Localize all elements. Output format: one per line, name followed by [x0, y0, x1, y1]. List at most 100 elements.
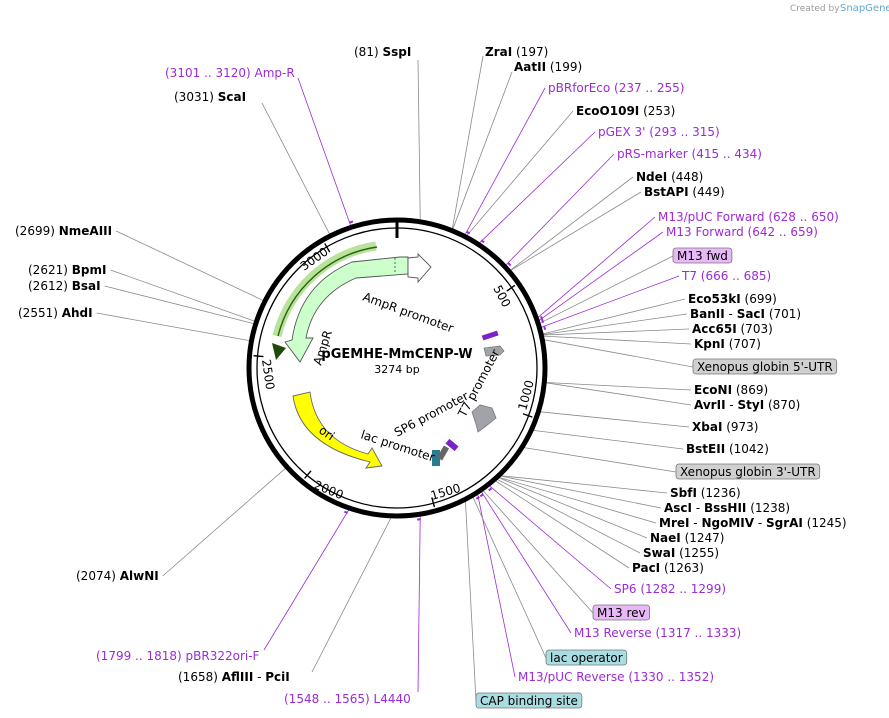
enzyme-alwni-leader	[162, 467, 286, 577]
xenopus-5utr-glyph[interactable]	[483, 345, 505, 357]
primer-ampr-primer[interactable]: (3101 .. 3120) Amp-R	[165, 66, 295, 80]
primer-t7-leader	[541, 275, 680, 328]
enzyme-asci[interactable]: AscI - BssHII (1238)	[664, 501, 790, 515]
primer-m13-reverse-leader	[481, 491, 572, 634]
enzyme-paci[interactable]: PacI (1263)	[632, 561, 704, 575]
enzyme-xbai[interactable]: XbaI (973)	[692, 420, 759, 434]
enzyme-scai-leader	[261, 102, 330, 235]
enzyme-kpni-leader	[543, 335, 692, 345]
plasmid-name: pGEMHE-MmCENP-W	[321, 347, 472, 362]
enzyme-bsteii[interactable]: BstEII (1042)	[686, 442, 769, 456]
primer-t7[interactable]: T7 (666 .. 685)	[681, 269, 771, 283]
enzyme-econi-leader	[546, 382, 692, 391]
primer-tick-m13-forward	[541, 319, 545, 324]
primer-tick-sp6	[488, 487, 493, 492]
primer-m13-puc-fwd-leader	[537, 216, 656, 318]
enzyme-alwni[interactable]: (2074) AlwNI	[76, 569, 159, 583]
primer-m13-forward[interactable]: M13 Forward (642 .. 659)	[666, 225, 818, 239]
enzyme-ndei-leader	[510, 176, 634, 271]
primer-m13-reverse[interactable]: M13 Reverse (1317 .. 1333)	[574, 626, 741, 640]
primer-pgex3-leader	[479, 131, 596, 244]
primer-l4440-leader	[417, 516, 421, 693]
leader-lines	[96, 55, 694, 702]
enzyme-avrii[interactable]: AvrII - StyI (870)	[694, 398, 800, 412]
primer-m13-puc-rev[interactable]: M13/pUC Reverse (1330 .. 1352)	[518, 670, 714, 684]
enzyme-nmeaiii-leader	[115, 230, 264, 301]
primer-tick-ampr-primer	[349, 220, 354, 224]
ori-feature[interactable]	[292, 391, 383, 469]
enzyme-bsai-leader	[104, 285, 254, 325]
enzyme-sspi[interactable]: (81) SspI	[354, 45, 411, 59]
boxed-m13-fwd[interactable]: M13 fwd	[672, 247, 733, 264]
enzyme-acc65i-leader	[543, 328, 690, 336]
primer-tick-m13-puc-fwd	[540, 316, 544, 320]
boxed-m13-rev[interactable]: M13 rev	[592, 604, 650, 621]
enzyme-swai[interactable]: SwaI (1255)	[643, 546, 719, 560]
boxed-cap-site[interactable]: CAP binding site	[475, 692, 583, 709]
primer-ampr-primer-leader	[297, 77, 351, 226]
boxed-cap_site-leader	[465, 501, 477, 702]
primer-pbrforeco[interactable]: pBRforEco (237 .. 255)	[548, 81, 684, 95]
enzyme-mrei[interactable]: MreI - NgoMIV - SgrAI (1245)	[659, 516, 847, 530]
enzyme-asci-leader	[500, 475, 662, 509]
primer-tick-m13-puc-rev	[475, 496, 480, 500]
enzyme-aflii[interactable]: (1658) AflIII - PciI	[178, 670, 290, 684]
tick-mark-2500	[253, 355, 264, 358]
primer-pgex3[interactable]: pGEX 3' (293 .. 315)	[598, 125, 720, 139]
primer-l4440[interactable]: (1548 .. 1565) L4440	[284, 692, 411, 706]
ampr-promoter-feature[interactable]	[407, 252, 432, 284]
enzyme-kpni[interactable]: KpnI (707)	[694, 337, 761, 351]
lac-operator-glyph[interactable]	[432, 450, 440, 466]
ampr-promoter-label: AmpR promoter	[361, 290, 455, 336]
enzyme-sspi-leader	[417, 59, 421, 220]
primer-tick-pgex3	[480, 239, 485, 244]
primer-tick-m13-reverse	[479, 493, 484, 498]
primer-m13-forward-leader	[538, 231, 664, 321]
enzyme-bstapi[interactable]: BstAPI (449)	[644, 185, 725, 199]
boxed-xenopus-5utr[interactable]: Xenopus globin 5'-UTR	[692, 358, 838, 375]
primer-sp6-leader	[489, 485, 612, 590]
enzyme-scai[interactable]: (3031) ScaI	[174, 90, 246, 104]
primer-ticks	[344, 220, 547, 521]
enzyme-banii[interactable]: BanII - SacI (701)	[690, 307, 801, 321]
credit-brand[interactable]: SnapGene	[840, 3, 889, 14]
enzyme-acc65i[interactable]: Acc65I (703)	[692, 322, 773, 336]
tick-mark-3000	[324, 243, 331, 253]
boxed-m13_rev-leader	[482, 490, 594, 614]
enzyme-ahdi-leader	[96, 312, 250, 342]
sp6-glyph	[445, 438, 459, 452]
boxed-xenopus-3utr[interactable]: Xenopus globin 3'-UTR	[675, 463, 821, 480]
enzyme-eco53ki[interactable]: Eco53kI (699)	[688, 292, 777, 306]
enzyme-bpmi[interactable]: (2621) BpmI	[28, 263, 106, 277]
primer-prs-marker[interactable]: pRS-marker (415 .. 434)	[617, 147, 762, 161]
enzyme-aatii[interactable]: AatII (199)	[514, 60, 582, 74]
t7-promoter-feature[interactable]	[471, 404, 497, 433]
enzyme-naei[interactable]: NaeI (1247)	[650, 531, 724, 545]
svg-text:Xenopus globin 5'-UTR: Xenopus globin 5'-UTR	[697, 360, 833, 374]
enzyme-nmeaiii[interactable]: (2699) NmeAIII	[15, 224, 112, 238]
primer-pbr322ori[interactable]: (1799 .. 1818) pBR322ori-F	[96, 649, 260, 663]
enzyme-bsai[interactable]: (2612) BsaI	[28, 279, 101, 293]
enzyme-aatii-leader	[452, 71, 513, 229]
svg-text:M13 rev: M13 rev	[597, 606, 646, 620]
enzyme-sbfi[interactable]: SbfI (1236)	[670, 486, 741, 500]
primer-tick-prs-marker	[507, 262, 512, 267]
enzyme-bstapi-leader	[510, 191, 642, 271]
enzyme-ahdi[interactable]: (2551) AhdI	[18, 306, 93, 320]
primer-m13-puc-fwd[interactable]: M13/pUC Forward (628 .. 650)	[658, 210, 839, 224]
primer-tick-l4440	[417, 518, 421, 521]
primer-tick-pbrforeco	[466, 230, 471, 235]
enzyme-ecoo109i[interactable]: EcoO109I (253)	[576, 104, 675, 118]
enzyme-banii-leader	[543, 313, 688, 335]
tick-label-1000: 1000	[515, 379, 536, 412]
tick-mark-2000	[304, 470, 312, 479]
ampr-outline-arc	[277, 246, 378, 337]
enzyme-zrai[interactable]: ZraI (197)	[485, 45, 548, 59]
enzyme-econi[interactable]: EcoNI (869)	[694, 383, 768, 397]
boxed-lac-operator[interactable]: lac operator	[545, 649, 628, 666]
enzyme-ndei[interactable]: NdeI (448)	[636, 170, 703, 184]
ampr-feature[interactable]	[284, 256, 409, 363]
primer-sp6[interactable]: SP6 (1282 .. 1299)	[614, 582, 726, 596]
boxed-m13_fwd-leader	[539, 255, 674, 324]
